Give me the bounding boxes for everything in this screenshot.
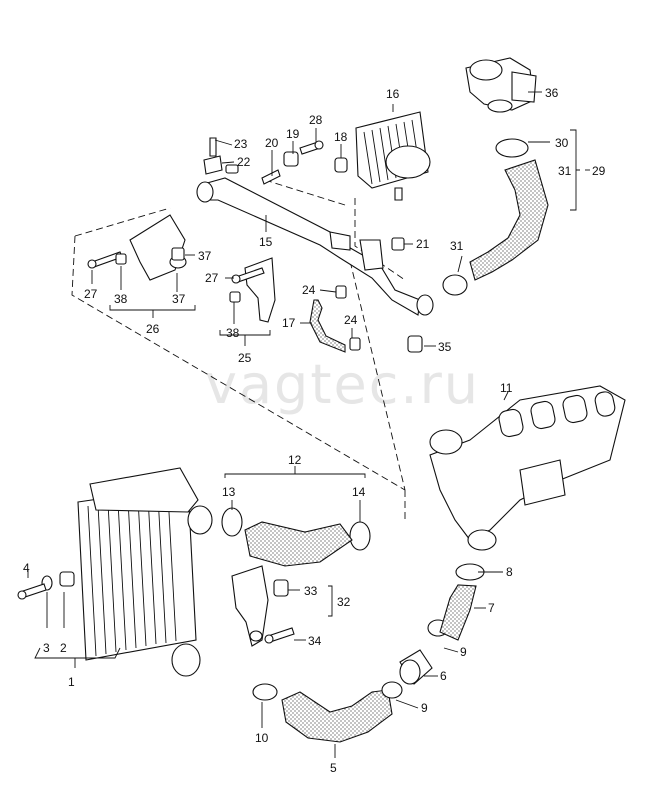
- callout-29: 29: [592, 164, 606, 178]
- callout-32: 32: [337, 595, 351, 609]
- callout-13: 13: [222, 485, 236, 499]
- turbo-outlet-hose: [439, 584, 477, 641]
- callout-16: 16: [386, 87, 400, 101]
- bracket-right: [244, 257, 276, 323]
- callout-31a: 31: [558, 164, 572, 178]
- intake-hose-upper: [469, 159, 549, 281]
- callout-7: 7: [488, 601, 495, 615]
- bolt-4: [17, 583, 47, 600]
- dashed-link-line: [344, 239, 406, 520]
- pressure-sensor: [203, 137, 223, 175]
- callout-24b: 24: [344, 313, 358, 327]
- charge-hose-upper: [244, 521, 353, 567]
- pipe-connector-6: [399, 649, 433, 685]
- charge-air-pipe: [196, 177, 434, 316]
- nut-33: [273, 579, 289, 597]
- dashed-group-outline: [71, 179, 406, 491]
- sensor-seal-22: [225, 164, 239, 174]
- clamp-10: [252, 683, 278, 701]
- watermark-text: vagtec.ru: [205, 353, 480, 416]
- callout-30: 30: [555, 136, 569, 150]
- callout-4: 4: [23, 561, 30, 575]
- callout-23: 23: [234, 137, 248, 151]
- callout-31b: 31: [450, 239, 464, 253]
- callout-28: 28: [309, 113, 323, 127]
- callout-27a: 27: [84, 287, 98, 301]
- leader-lines: [27, 91, 590, 758]
- pulsation-damper: [355, 111, 431, 201]
- callout-14: 14: [352, 485, 366, 499]
- callout-3: 3: [43, 641, 50, 655]
- bolt-27b: [231, 267, 265, 284]
- callout-26: 26: [146, 322, 160, 336]
- grommet-2: [59, 571, 75, 587]
- callout-25: 25: [238, 351, 252, 365]
- callout-19: 19: [286, 127, 300, 141]
- bolt-20: [261, 169, 281, 185]
- callout-10: 10: [255, 731, 269, 745]
- nut-18: [334, 157, 348, 173]
- callout-15: 15: [259, 235, 273, 249]
- callout-9b: 9: [421, 701, 428, 715]
- stud-38b: [229, 291, 241, 303]
- bracket-32: [231, 565, 269, 647]
- callout-8: 8: [506, 565, 513, 579]
- bolt-28: [299, 140, 324, 155]
- turbocharger-manifold: [429, 385, 626, 551]
- callout-5: 5: [330, 761, 337, 775]
- bolt-34: [264, 627, 295, 644]
- callout-6: 6: [440, 669, 447, 683]
- vacuum-hose: [309, 299, 346, 353]
- clamp-24a: [335, 285, 347, 299]
- plug-35: [407, 335, 423, 353]
- callout-labels: 1 2 3 4 5 6 7 8 9 9 10 11 12 13 14 15 16…: [23, 86, 606, 775]
- callout-9a: 9: [460, 645, 467, 659]
- clamp-30: [495, 138, 529, 158]
- callout-21: 21: [416, 237, 430, 251]
- stud-38a: [115, 253, 127, 265]
- callout-22: 22: [237, 155, 251, 169]
- nut-19: [283, 151, 299, 167]
- callout-11: 11: [500, 381, 513, 395]
- clamp-14: [349, 521, 371, 551]
- callout-17: 17: [282, 316, 296, 330]
- callout-20: 20: [265, 136, 279, 150]
- callout-12: 12: [288, 453, 302, 467]
- callout-24a: 24: [302, 283, 316, 297]
- nut-37a: [171, 247, 185, 261]
- callout-37a: 37: [198, 249, 212, 263]
- clamp-9b: [381, 681, 403, 699]
- callout-34: 34: [308, 634, 322, 648]
- callout-33: 33: [304, 584, 318, 598]
- intercooler: [77, 467, 213, 677]
- callout-18: 18: [334, 130, 348, 144]
- callout-27b: 27: [205, 271, 219, 285]
- callout-38a: 38: [114, 292, 128, 306]
- clamp-24b: [349, 337, 361, 351]
- callout-35: 35: [438, 340, 452, 354]
- clamp-31: [442, 274, 468, 296]
- callout-36: 36: [545, 86, 559, 100]
- throttle-body: [465, 57, 537, 113]
- callout-38b: 38: [226, 326, 240, 340]
- callout-2: 2: [60, 641, 67, 655]
- nut-21: [391, 237, 405, 251]
- charge-hose-lower: [281, 689, 393, 743]
- callout-1: 1: [68, 675, 75, 689]
- clamp-13: [221, 507, 243, 537]
- callout-37b: 37: [172, 292, 186, 306]
